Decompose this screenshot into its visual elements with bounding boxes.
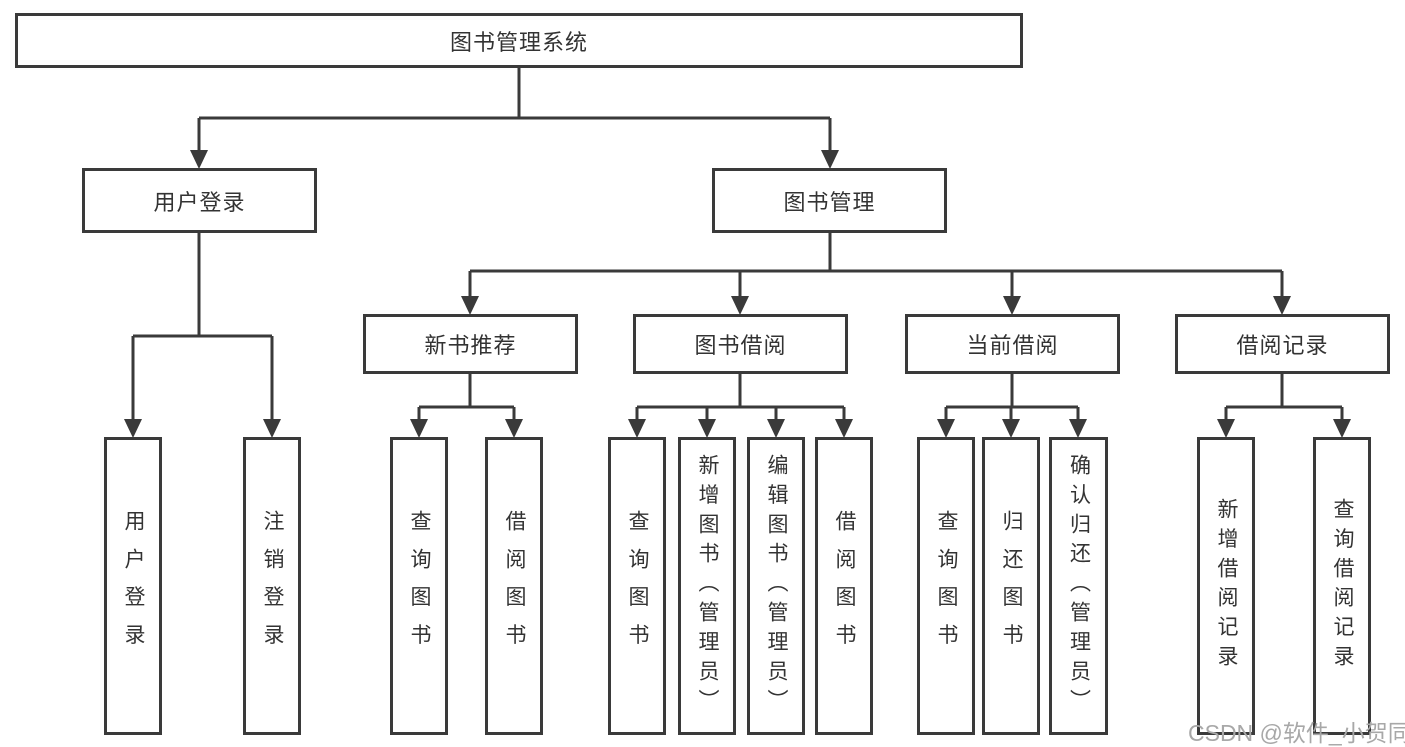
node-book-management: 图书管理 [712, 168, 947, 233]
leaf-confirm-return-admin-label: 确认归还（管理员） [1067, 453, 1091, 719]
leaf-user-login-label: 用户登录 [122, 510, 145, 662]
leaf-add-borrow-record-label: 新增借阅记录 [1215, 497, 1238, 675]
leaf-borrow-books-2-label: 借阅图书 [833, 510, 856, 662]
leaf-query-books-2: 查询图书 [608, 437, 666, 735]
leaf-confirm-return-admin: 确认归还（管理员） [1049, 437, 1108, 735]
leaf-logout: 注销登录 [243, 437, 301, 735]
node-new-book-recommend: 新书推荐 [363, 314, 578, 374]
leaf-query-books-2-label: 查询图书 [626, 510, 649, 662]
leaf-add-book-admin-label: 新增图书（管理员） [696, 453, 719, 719]
node-new-book-recommend-label: 新书推荐 [424, 333, 517, 358]
leaf-return-book-label: 归还图书 [1000, 510, 1023, 662]
node-current-borrowing: 当前借阅 [905, 314, 1120, 374]
leaf-query-books-1: 查询图书 [390, 437, 448, 735]
leaf-borrow-books-1: 借阅图书 [485, 437, 543, 735]
leaf-query-books-1-label: 查询图书 [408, 510, 431, 662]
leaf-borrow-books-1-label: 借阅图书 [503, 510, 526, 662]
leaf-logout-label: 注销登录 [261, 510, 284, 662]
leaf-add-borrow-record: 新增借阅记录 [1197, 437, 1255, 735]
leaf-borrow-books-2: 借阅图书 [815, 437, 873, 735]
leaf-query-books-3: 查询图书 [917, 437, 975, 735]
node-user-login-label: 用户登录 [153, 189, 246, 215]
node-root-system: 图书管理系统 [15, 13, 1023, 68]
leaf-query-borrow-record-label: 查询借阅记录 [1331, 497, 1354, 675]
watermark-text: CSDN @软件_小贺同学 [1188, 720, 1405, 746]
node-book-management-label: 图书管理 [783, 189, 876, 215]
leaf-edit-book-admin: 编辑图书（管理员） [747, 437, 805, 735]
node-borrow-records-label: 借阅记录 [1236, 333, 1329, 358]
node-book-borrowing: 图书借阅 [633, 314, 848, 374]
node-user-login: 用户登录 [82, 168, 317, 233]
node-borrow-records: 借阅记录 [1175, 314, 1390, 374]
leaf-edit-book-admin-label: 编辑图书（管理员） [765, 453, 788, 719]
leaf-return-book: 归还图书 [982, 437, 1040, 735]
leaf-query-books-3-label: 查询图书 [935, 510, 958, 662]
leaf-add-book-admin: 新增图书（管理员） [678, 437, 736, 735]
node-current-borrowing-label: 当前借阅 [966, 333, 1059, 358]
leaf-user-login: 用户登录 [104, 437, 162, 735]
node-root-label: 图书管理系统 [449, 29, 588, 55]
node-book-borrowing-label: 图书借阅 [694, 333, 787, 358]
leaf-query-borrow-record: 查询借阅记录 [1313, 437, 1371, 735]
